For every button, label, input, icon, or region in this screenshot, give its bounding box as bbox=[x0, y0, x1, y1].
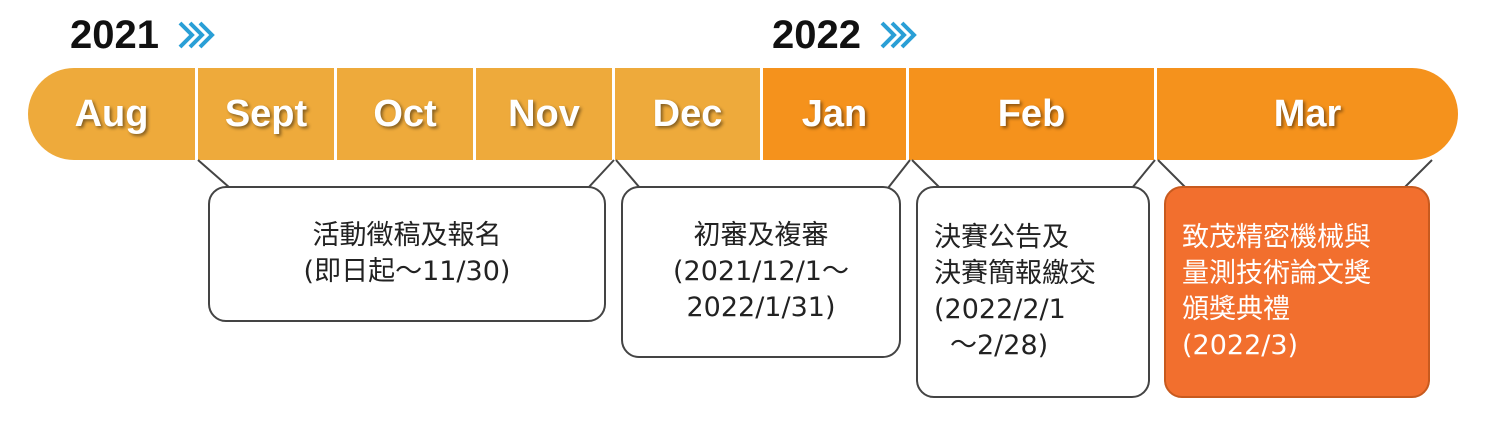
month-feb: Feb bbox=[909, 68, 1157, 160]
bracket-line bbox=[197, 159, 615, 189]
month-mar: Mar bbox=[1157, 68, 1458, 160]
timeline-bar: Aug Sept Oct Nov Dec Jan Feb Mar bbox=[28, 68, 1458, 160]
double-chevron-right-icon bbox=[878, 12, 922, 62]
event-line: 決賽簡報繳交 bbox=[934, 258, 1096, 289]
event-line: (即日起～11/30) bbox=[303, 256, 511, 287]
event-line: 致茂精密機械與 bbox=[1182, 222, 1371, 253]
double-chevron-right-icon bbox=[176, 12, 220, 62]
event-line: (2022/3) bbox=[1182, 330, 1299, 361]
bracket-line bbox=[1157, 159, 1433, 189]
year-label-2022: 2022 bbox=[772, 10, 922, 60]
event-line: 初審及複審 bbox=[693, 220, 829, 251]
month-jan: Jan bbox=[763, 68, 909, 160]
event-box-submission: 活動徵稿及報名 (即日起～11/30) bbox=[208, 186, 606, 322]
event-line: 決賽公告及 bbox=[934, 222, 1069, 253]
event-line: ～2/28) bbox=[950, 330, 1049, 361]
month-dec: Dec bbox=[615, 68, 763, 160]
month-sept: Sept bbox=[198, 68, 337, 160]
event-line: 量測技術論文獎 bbox=[1182, 258, 1371, 289]
event-line: 活動徵稿及報名 bbox=[312, 220, 502, 251]
event-line: 頒獎典禮 bbox=[1182, 294, 1290, 325]
event-box-finals: 決賽公告及 決賽簡報繳交 (2022/2/1 ～2/28) bbox=[916, 186, 1150, 398]
year-label-2021: 2021 bbox=[70, 10, 220, 60]
month-oct: Oct bbox=[337, 68, 476, 160]
event-line: (2021/12/1～ bbox=[673, 256, 849, 287]
event-line: 2022/1/31) bbox=[686, 292, 836, 323]
month-aug: Aug bbox=[28, 68, 198, 160]
bracket-line bbox=[911, 159, 1156, 189]
month-nov: Nov bbox=[476, 68, 615, 160]
year-text: 2022 bbox=[772, 13, 861, 57]
event-line: (2022/2/1 bbox=[934, 294, 1066, 325]
event-box-award-ceremony: 致茂精密機械與 量測技術論文獎 頒獎典禮 (2022/3) bbox=[1164, 186, 1430, 398]
event-box-review: 初審及複審 (2021/12/1～ 2022/1/31) bbox=[621, 186, 901, 358]
year-text: 2021 bbox=[70, 13, 159, 57]
bracket-line bbox=[615, 159, 911, 189]
